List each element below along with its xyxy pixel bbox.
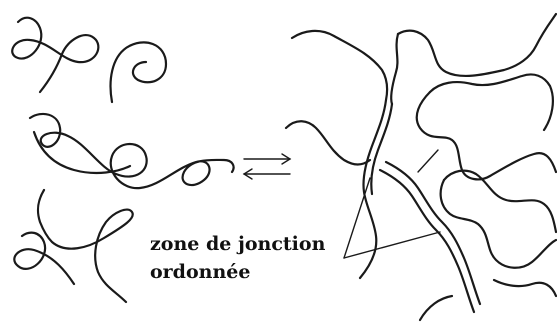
network-crosslink — [418, 150, 438, 172]
junction-zone-label-line1: zone de jonction — [150, 235, 325, 254]
network-group — [286, 14, 556, 320]
pointer-line-2 — [344, 232, 440, 258]
network-strand-7 — [417, 92, 556, 179]
network-strand-3 — [286, 121, 370, 164]
coil-chain-6 — [14, 233, 74, 284]
coil-chain-1 — [12, 18, 98, 92]
pointer-line-1 — [344, 178, 370, 258]
random-coil-group — [12, 18, 233, 302]
network-strand-13 — [420, 296, 452, 320]
equilibrium-arrow — [244, 154, 290, 179]
network-strand-12 — [494, 280, 556, 296]
network-strand-6 — [430, 74, 553, 130]
network-strand-8 — [380, 170, 474, 312]
network-strand-10 — [444, 171, 556, 232]
junction-zone-label-line2: ordonnée — [150, 263, 250, 282]
network-strand-11 — [441, 180, 556, 268]
coil-chain-5 — [38, 190, 133, 302]
network-strand-5 — [391, 34, 398, 104]
coil-chain-2 — [111, 42, 166, 102]
coil-chain-4 — [34, 132, 130, 173]
network-strand-4 — [398, 14, 556, 76]
coil-chain-3 — [30, 114, 234, 188]
